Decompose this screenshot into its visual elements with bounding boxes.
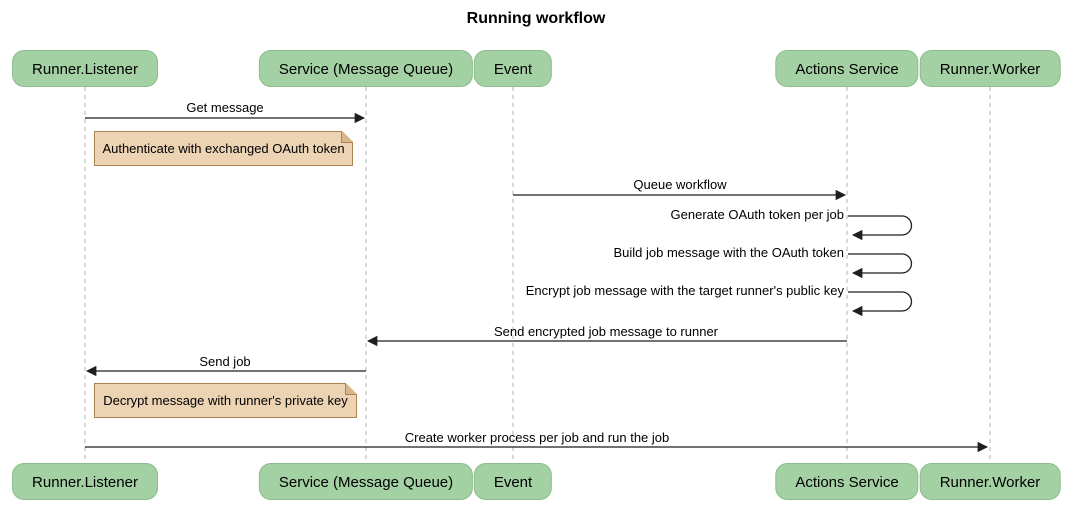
actor-top-runner-worker: Runner.Worker: [919, 50, 1061, 87]
diagram-title: Running workflow: [466, 10, 606, 27]
message-label-build-job-message: Build job message with the OAuth token: [613, 245, 844, 260]
actor-bottom-runner-worker: Runner.Worker: [919, 463, 1061, 500]
message-label-get-message: Get message: [186, 100, 264, 115]
actor-bottom-runner-listener: Runner.Listener: [12, 463, 158, 500]
message-label-generate-oauth-token: Generate OAuth token per job: [670, 207, 844, 222]
message-label-encrypt-job-message: Encrypt job message with the target runn…: [525, 283, 844, 298]
note-text: Authenticate with exchanged OAuth token: [102, 141, 345, 156]
actor-top-service-message-queue: Service (Message Queue): [258, 50, 474, 87]
note-authenticate-oauth: Authenticate with exchanged OAuth token: [94, 131, 353, 166]
message-label-send-job: Send job: [199, 354, 251, 369]
message-label-send-encrypted-job-message: Send encrypted job message to runner: [493, 324, 719, 339]
actor-top-runner-listener: Runner.Listener: [12, 50, 158, 87]
actor-bottom-event: Event: [473, 463, 553, 500]
actor-top-event: Event: [473, 50, 553, 87]
arrow-self-build-job-message: [848, 253, 913, 279]
message-label-create-worker-process: Create worker process per job and run th…: [404, 430, 670, 445]
message-label-queue-workflow: Queue workflow: [633, 177, 727, 192]
actor-bottom-service-message-queue: Service (Message Queue): [258, 463, 474, 500]
actor-top-actions-service: Actions Service: [775, 50, 919, 87]
lifelines: [84, 87, 991, 463]
arrow-self-encrypt-job-message: [848, 291, 913, 317]
actor-bottom-actions-service: Actions Service: [775, 463, 919, 500]
note-text: Decrypt message with runner's private ke…: [103, 393, 348, 408]
note-decrypt-message: Decrypt message with runner's private ke…: [94, 383, 357, 418]
arrow-self-generate-oauth: [848, 215, 913, 241]
message-arrows: [85, 112, 989, 453]
